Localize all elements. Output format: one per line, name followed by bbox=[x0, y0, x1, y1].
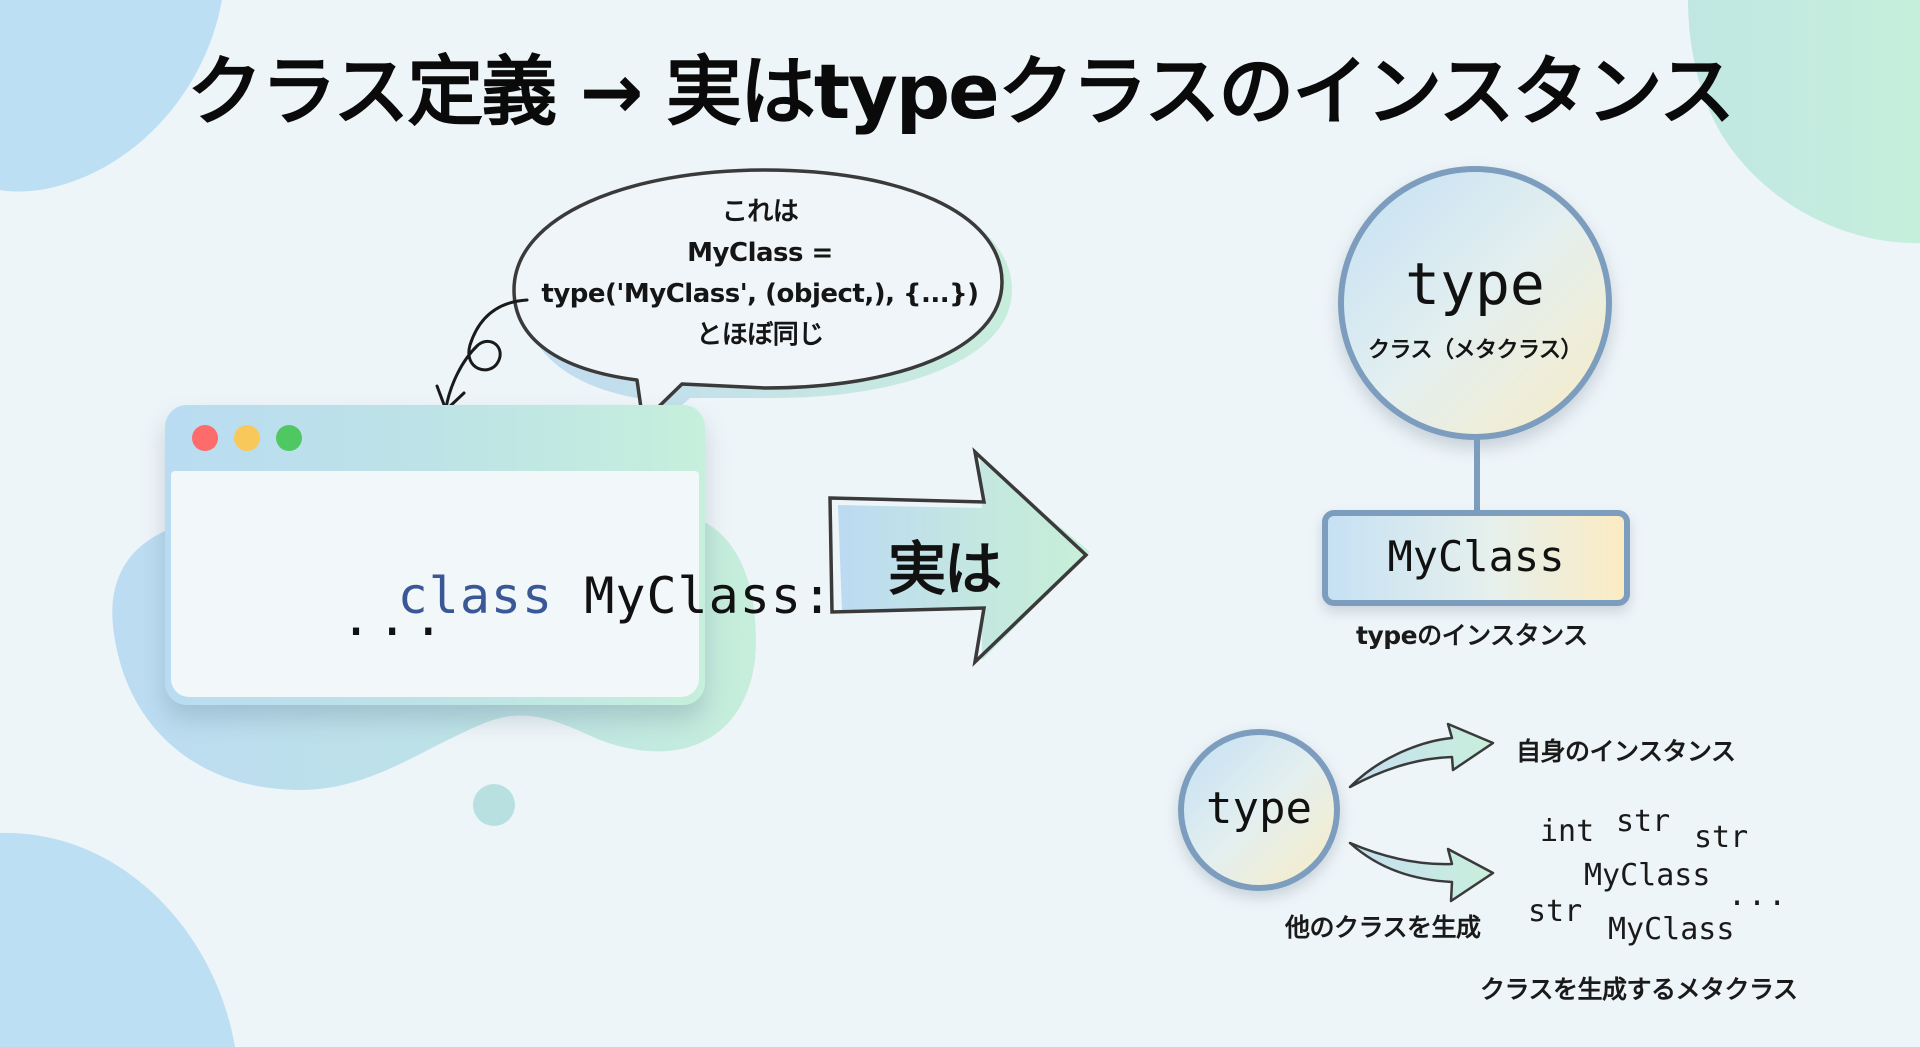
code-line-class: class MyClass: bbox=[211, 509, 833, 683]
arrow-to-generated-classes-icon bbox=[1348, 841, 1495, 903]
code-line-body: ... bbox=[341, 589, 450, 647]
type-metaclass-circle: type クラス（メタクラス） bbox=[1338, 166, 1612, 440]
generated-class-str: str bbox=[1694, 820, 1749, 855]
arrow-label: 実は bbox=[888, 535, 1002, 603]
generated-class-myclass: MyClass bbox=[1608, 912, 1735, 947]
close-dot-icon[interactable] bbox=[192, 425, 218, 451]
code-window: class MyClass: ... bbox=[165, 405, 832, 705]
blob-top-left bbox=[0, 0, 222, 192]
generated-class-str: str bbox=[1528, 894, 1583, 929]
generated-class-int: int bbox=[1540, 814, 1595, 849]
code-identifier: MyClass: bbox=[584, 567, 834, 625]
code-editor-body: class MyClass: ... bbox=[171, 471, 832, 697]
bubble-line: MyClass = bbox=[687, 238, 833, 268]
arrow-to-self-instance-icon bbox=[1348, 722, 1495, 789]
myclass-label: MyClass bbox=[1387, 532, 1565, 581]
bubble-line: これは bbox=[721, 197, 799, 227]
type-circle-title: type bbox=[1405, 250, 1545, 318]
curly-arrow-icon bbox=[435, 298, 529, 413]
minimize-dot-icon[interactable] bbox=[234, 425, 260, 451]
page-title: クラス定義 → 実はtypeクラスのインスタンス bbox=[186, 47, 1735, 136]
instance-caption: typeのインスタンス bbox=[1356, 621, 1588, 650]
decor-dot bbox=[473, 784, 515, 826]
code-keyword: class bbox=[397, 567, 554, 625]
blob-bottom-left bbox=[0, 832, 235, 1047]
generated-class-myclass: MyClass bbox=[1584, 858, 1711, 893]
bubble-line: とほぼ同じ bbox=[696, 320, 824, 350]
generated-class-ellipsis: ... bbox=[1728, 878, 1789, 913]
connector-line bbox=[1474, 434, 1480, 514]
blob-top-right bbox=[1688, 0, 1920, 244]
speech-bubble bbox=[512, 168, 1004, 424]
big-arrow-icon bbox=[828, 447, 1090, 667]
type-small-label: type bbox=[1206, 783, 1312, 834]
bubble-line: type('MyClass', (object,), {...}) bbox=[541, 279, 979, 309]
myclass-instance-box: MyClass bbox=[1322, 510, 1630, 606]
self-instance-label: 自身のインスタンス bbox=[1516, 737, 1736, 766]
speech-bubble-text: これは MyClass = type('MyClass', (object,),… bbox=[527, 192, 993, 356]
type-circle-subtitle: クラス（メタクラス） bbox=[1367, 338, 1583, 363]
generated-class-str: str bbox=[1616, 804, 1671, 839]
type-small-circle: type bbox=[1178, 729, 1340, 891]
maximize-dot-icon[interactable] bbox=[276, 425, 302, 451]
generate-classes-label: 他のクラスを生成 bbox=[1285, 913, 1481, 942]
metaclass-caption: クラスを生成するメタクラス bbox=[1480, 975, 1798, 1004]
